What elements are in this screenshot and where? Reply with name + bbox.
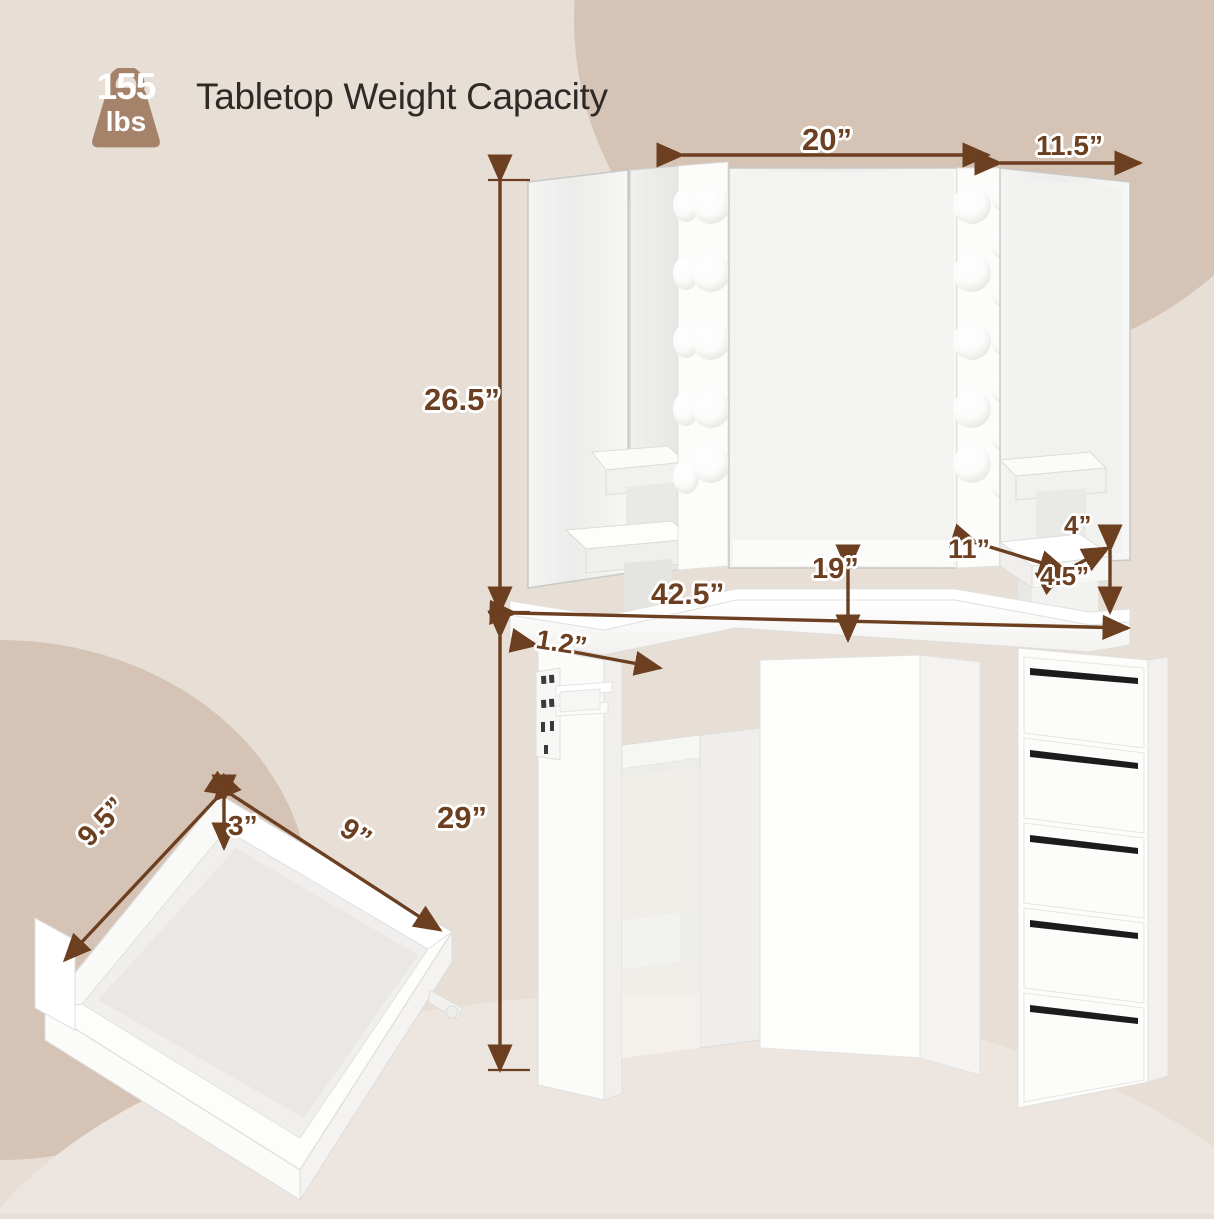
weight-unit: lbs — [105, 106, 147, 137]
mirror-right-wing — [998, 167, 1131, 567]
weight-icon-shape — [92, 68, 160, 148]
mirror-left-wing — [527, 165, 694, 610]
desk-left-panel — [537, 647, 623, 1101]
desk-center-panel — [759, 654, 981, 1076]
power-outlet-icon — [535, 667, 613, 761]
mirror-center — [728, 167, 958, 569]
page-title: Tabletop Weight Capacity — [196, 76, 608, 117]
desk-open-shelf — [621, 727, 761, 1058]
header: 155 lbs Tabletop Weight Capacity — [78, 42, 608, 152]
weight-capacity-icon: 155 lbs — [78, 42, 174, 152]
drawer-detail-view — [34, 793, 463, 1202]
mirror-left-bulb-strip — [673, 161, 730, 571]
weight-value: 155 — [96, 66, 157, 107]
drawer-cabinet — [1017, 647, 1169, 1109]
